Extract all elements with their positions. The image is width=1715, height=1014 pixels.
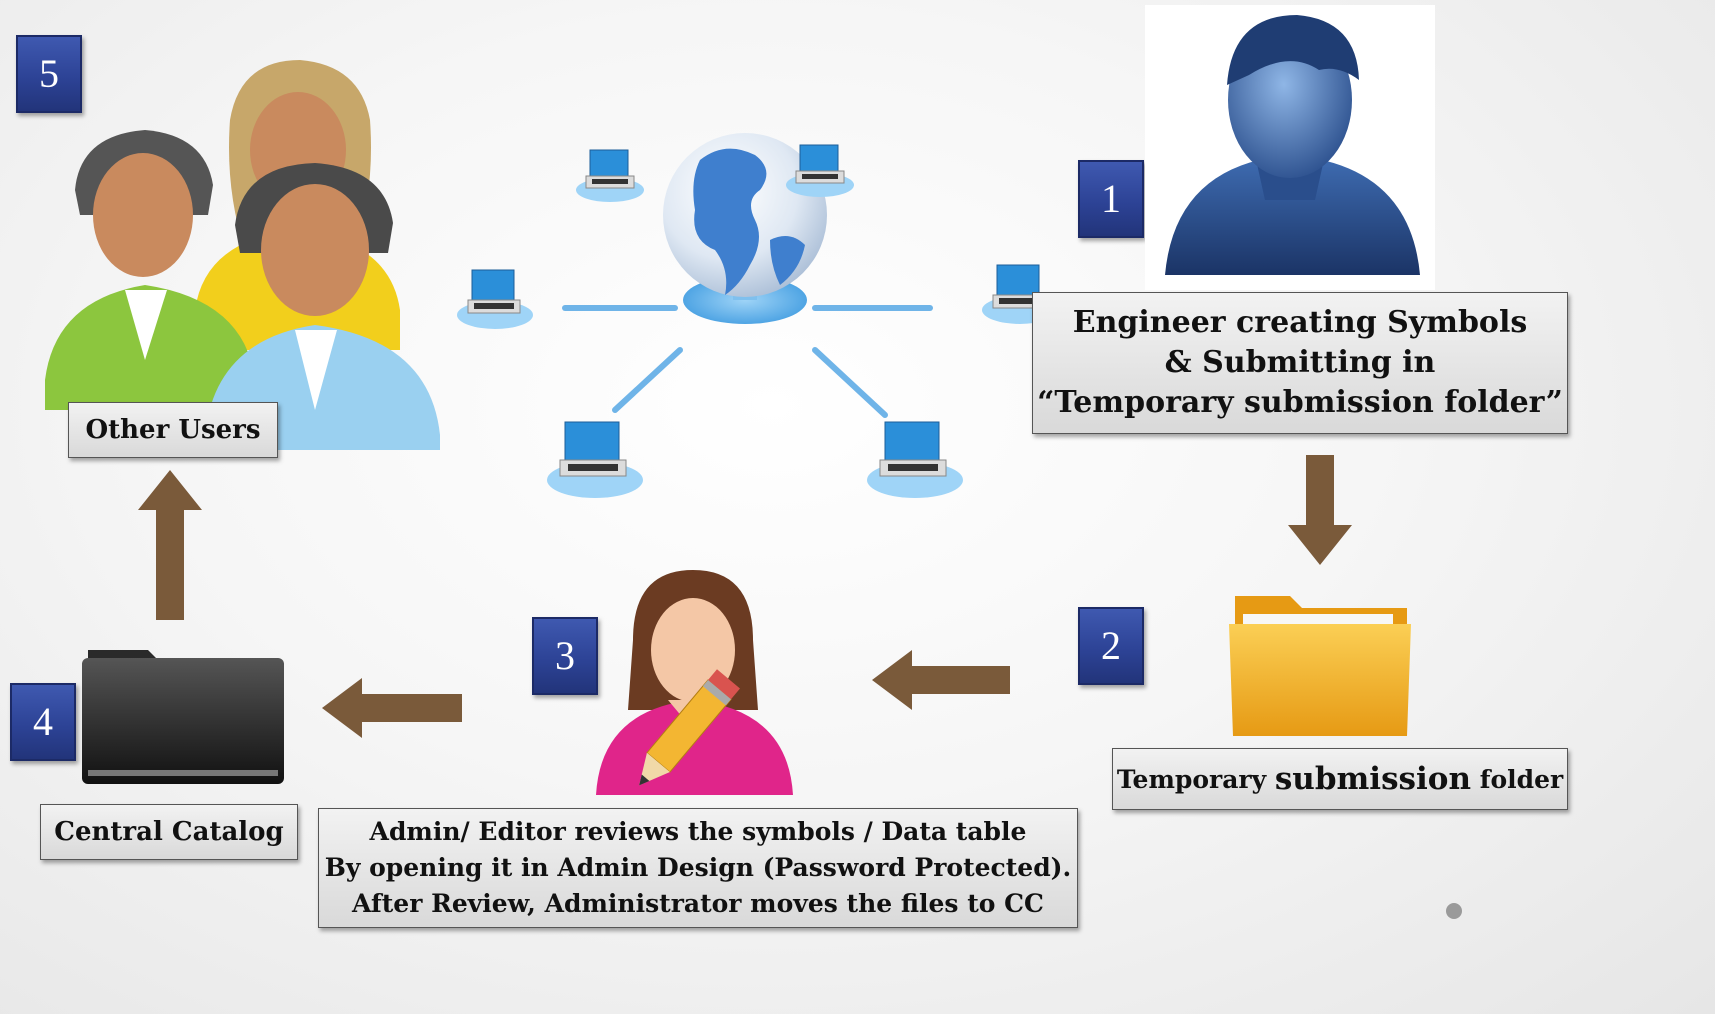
- black-folder-icon: [82, 650, 284, 784]
- admin-line-2: By opening it in Admin Design (Password …: [324, 853, 1072, 882]
- left-arrow-icon: [322, 678, 462, 738]
- left-arrow-icon: [872, 650, 1010, 710]
- admin-review-label: Admin/ Editor reviews the symbols / Data…: [318, 808, 1078, 928]
- central-catalog-text: Central Catalog: [54, 817, 284, 847]
- other-users-text: Other Users: [85, 415, 261, 445]
- step-5-badge: 5: [16, 35, 82, 113]
- temp-folder-text-3: folder: [1471, 764, 1564, 794]
- step-1-badge: 1: [1078, 160, 1144, 238]
- engineer-line-3: “Temporary submission folder”: [1037, 385, 1563, 420]
- temporary-submission-folder-label: Temporary submission folder: [1112, 748, 1568, 810]
- down-arrow-icon: [1288, 455, 1352, 565]
- other-users-label: Other Users: [68, 402, 278, 458]
- user-group-icon: [45, 60, 440, 450]
- globe-network-icon: [457, 133, 1058, 498]
- user-silhouette-icon: [1145, 5, 1435, 290]
- central-catalog-label: Central Catalog: [40, 804, 298, 860]
- slide-dot: [1446, 903, 1462, 919]
- temp-folder-text-2: submission: [1274, 761, 1471, 797]
- admin-line-3: After Review, Administrator moves the fi…: [352, 889, 1044, 918]
- temp-folder-text-1: Temporary: [1116, 764, 1275, 794]
- engineer-line-1: Engineer creating Symbols: [1072, 305, 1528, 340]
- engineer-label: Engineer creating Symbols & Submitting i…: [1032, 292, 1568, 434]
- yellow-folder-icon: [1229, 596, 1411, 736]
- engineer-line-2: & Submitting in: [1164, 345, 1436, 380]
- step-2-badge: 2: [1078, 607, 1144, 685]
- admin-line-1: Admin/ Editor reviews the symbols / Data…: [369, 817, 1027, 846]
- step-4-badge: 4: [10, 683, 76, 761]
- step-3-badge: 3: [532, 617, 598, 695]
- admin-editor-pencil-icon: [596, 570, 793, 795]
- up-arrow-icon: [138, 470, 202, 620]
